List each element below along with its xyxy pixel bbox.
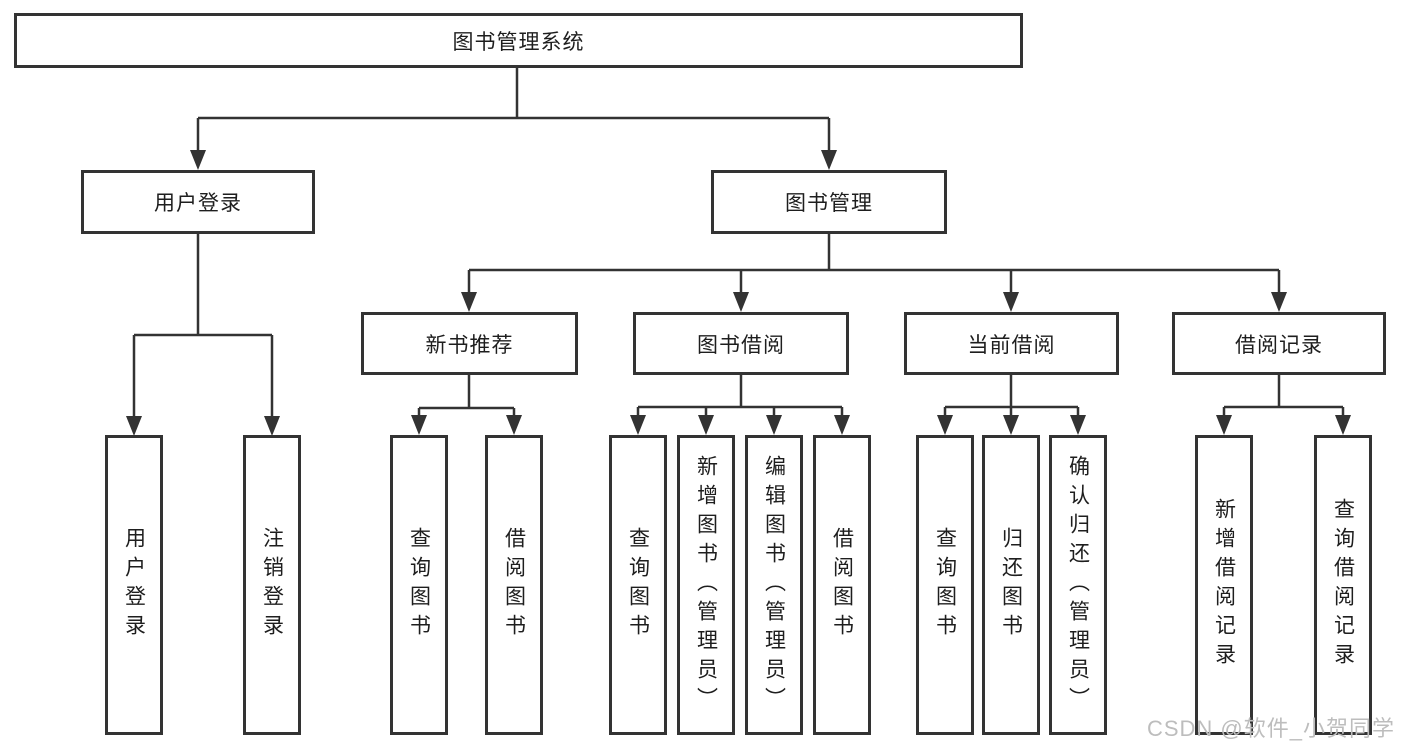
node-label: 确认归还（管理员）: [1066, 454, 1090, 716]
connector-new-book: [417, 375, 516, 417]
leaf-user-login: 用户登录: [105, 435, 163, 735]
leaf-borrow-books-2: 借阅图书: [813, 435, 871, 735]
leaf-return-books: 归还图书: [982, 435, 1040, 735]
node-label: 查询图书: [626, 527, 650, 643]
connector-borrowing-records: [1222, 375, 1345, 417]
node-label: 借阅图书: [502, 527, 526, 643]
node-label: 当前借阅: [967, 333, 1056, 357]
node-label: 查询图书: [407, 527, 431, 643]
leaf-query-books-3: 查询图书: [916, 435, 974, 735]
node-label: 借阅图书: [830, 527, 854, 643]
node-label: 用户登录: [122, 527, 146, 643]
leaf-logout: 注销登录: [243, 435, 301, 735]
node-label: 新增图书（管理员）: [694, 454, 718, 716]
connector-user-login: [132, 234, 274, 418]
node-user-login: 用户登录: [81, 170, 315, 234]
leaf-add-book-admin: 新增图书（管理员）: [677, 435, 735, 735]
connector-root: [196, 68, 831, 152]
connector-current-borrowing: [943, 375, 1080, 417]
node-label: 图书管理: [785, 192, 873, 215]
node-label: 用户登录: [154, 192, 242, 215]
connector-book-borrowing: [636, 375, 844, 417]
node-label: 新书推荐: [425, 333, 514, 357]
connector-book-management: [467, 234, 1281, 294]
node-label: 查询图书: [933, 527, 957, 643]
node-label: 图书借阅: [697, 333, 785, 357]
leaf-borrow-books-1: 借阅图书: [485, 435, 543, 735]
leaf-query-borrow-record: 查询借阅记录: [1314, 435, 1372, 735]
leaf-confirm-return-admin: 确认归还（管理员）: [1049, 435, 1107, 735]
leaf-add-borrow-record: 新增借阅记录: [1195, 435, 1253, 735]
leaf-edit-book-admin: 编辑图书（管理员）: [745, 435, 803, 735]
node-label: 归还图书: [999, 527, 1023, 643]
node-label: 新增借阅记录: [1212, 498, 1236, 672]
leaf-query-books-2: 查询图书: [609, 435, 667, 735]
node-label: 图书管理系统: [452, 30, 585, 54]
node-borrowing-records: 借阅记录: [1172, 312, 1386, 375]
node-label: 注销登录: [260, 527, 284, 643]
node-book-borrowing: 图书借阅: [633, 312, 849, 375]
node-current-borrowing: 当前借阅: [904, 312, 1119, 375]
node-library-management-system: 图书管理系统: [14, 13, 1023, 68]
watermark: CSDN @软件_小贺同学: [1146, 716, 1395, 741]
node-book-management: 图书管理: [711, 170, 947, 234]
leaf-query-books-1: 查询图书: [390, 435, 448, 735]
node-label: 借阅记录: [1235, 333, 1323, 357]
node-label: 查询借阅记录: [1331, 498, 1355, 672]
node-new-book-recommend: 新书推荐: [361, 312, 578, 375]
node-label: 编辑图书（管理员）: [762, 454, 786, 716]
